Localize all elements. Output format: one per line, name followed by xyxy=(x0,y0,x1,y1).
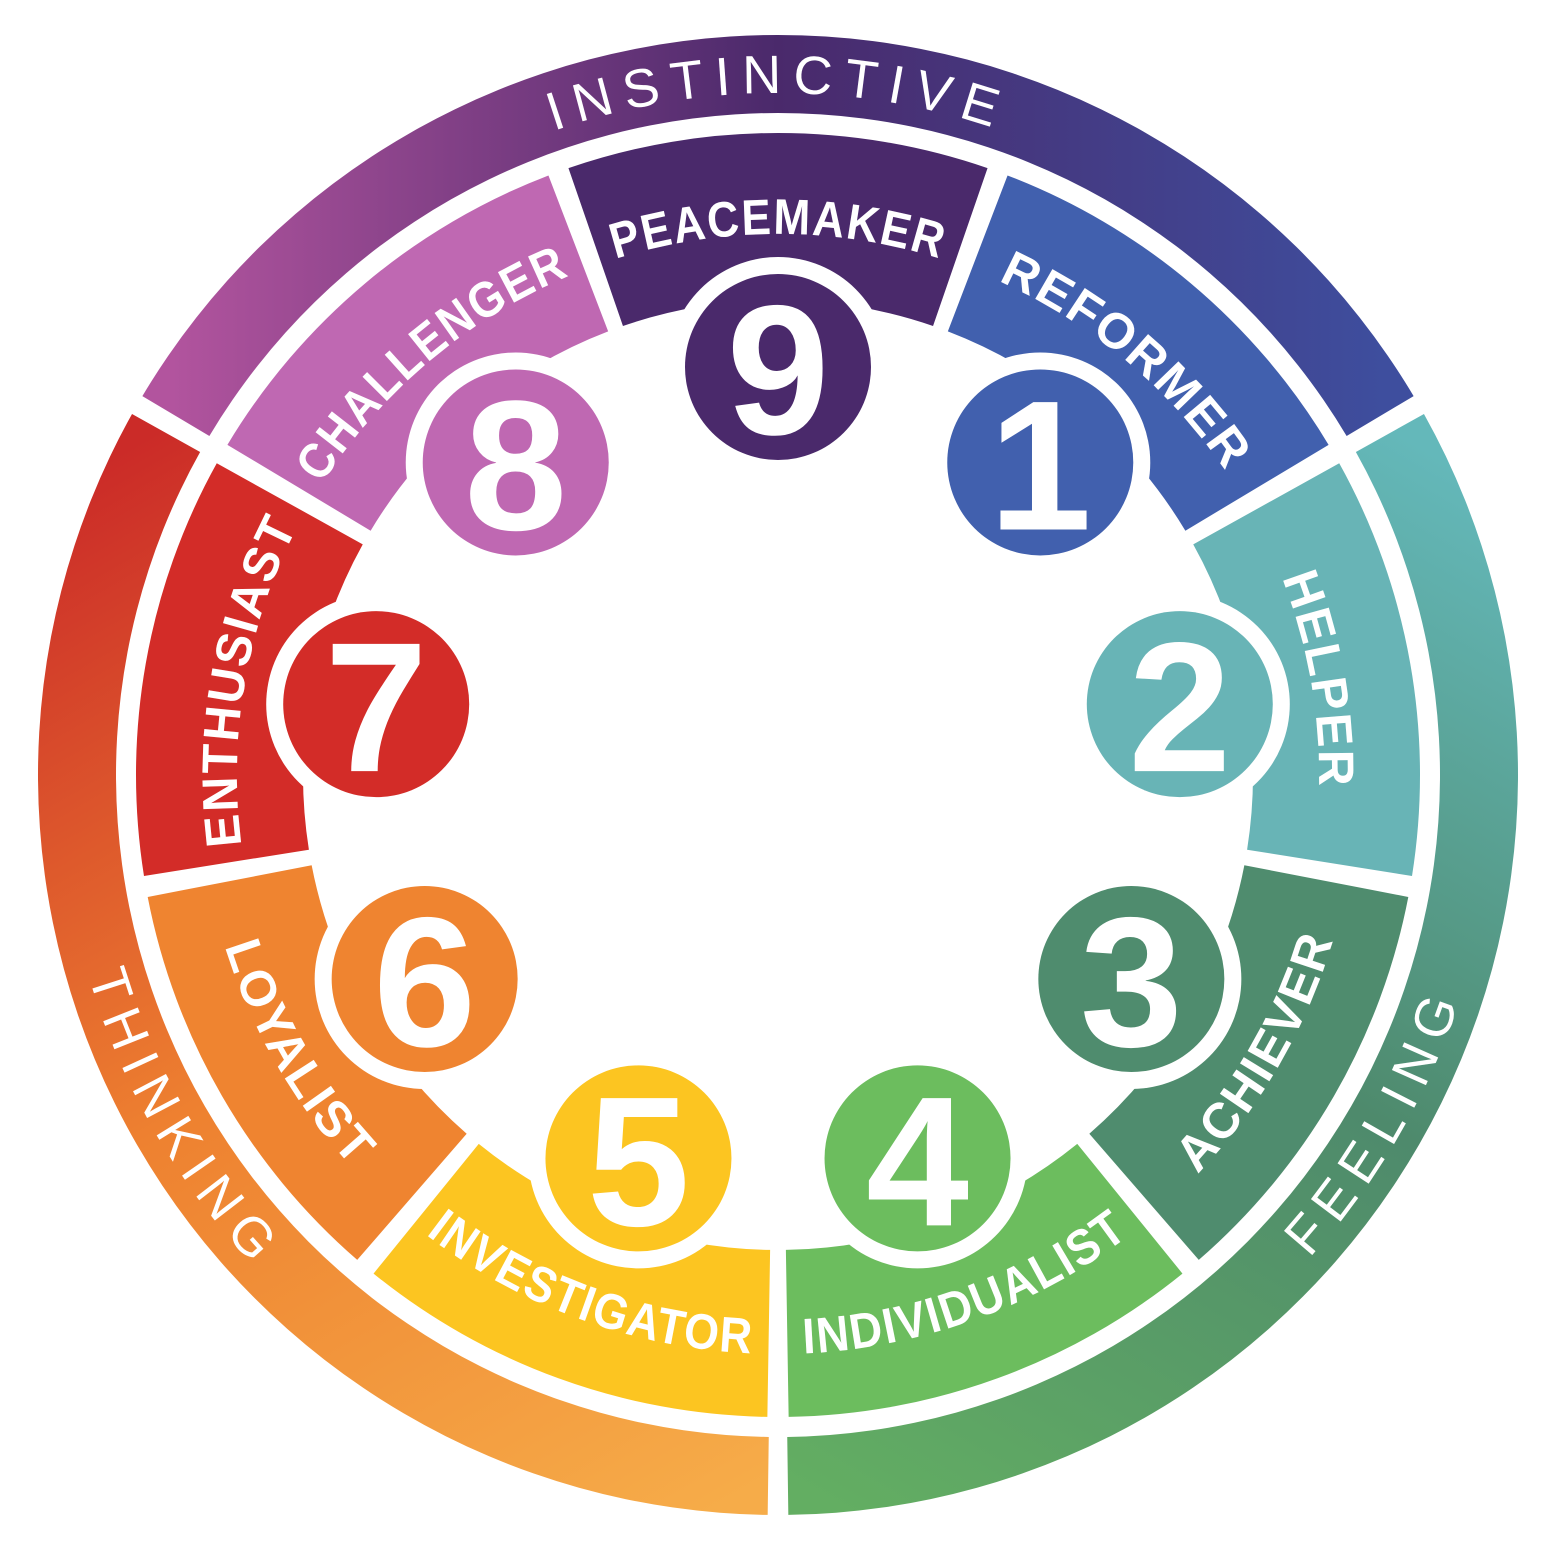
type-8-badge xyxy=(422,369,609,556)
triad-arc-thinking xyxy=(37,413,769,1515)
type-5-badge xyxy=(545,1065,732,1252)
type-2-badge xyxy=(1086,611,1273,798)
type-7-number: 7 xyxy=(325,605,428,811)
segment-achiever xyxy=(1089,865,1409,1260)
type-4-badge xyxy=(824,1065,1011,1252)
type-6-badge xyxy=(331,886,518,1072)
type-6-number: 6 xyxy=(373,880,476,1086)
type-8-number: 8 xyxy=(464,363,567,569)
segment-helper xyxy=(1193,463,1421,876)
segment-individualist xyxy=(785,1143,1183,1417)
triad-arc-feeling xyxy=(787,413,1519,1515)
type-1-number: 1 xyxy=(989,363,1092,569)
type-9-number: 9 xyxy=(727,268,830,474)
type-5-number: 5 xyxy=(587,1059,690,1265)
segment-reformer xyxy=(947,175,1329,531)
type-4-number: 4 xyxy=(866,1059,969,1265)
type-7-badge xyxy=(283,611,470,798)
segment-investigator xyxy=(373,1143,771,1417)
type-3-badge xyxy=(1038,886,1225,1072)
segment-loyalist xyxy=(147,865,467,1260)
segment-peacemaker xyxy=(568,133,988,327)
triad-arc-instinctive xyxy=(142,35,1414,437)
segment-enthusiast xyxy=(135,463,363,876)
type-9-badge xyxy=(685,274,871,460)
type-2-number: 2 xyxy=(1128,605,1231,811)
segment-challenger xyxy=(227,175,609,531)
type-3-number: 3 xyxy=(1080,880,1183,1086)
type-1-badge xyxy=(947,369,1134,556)
